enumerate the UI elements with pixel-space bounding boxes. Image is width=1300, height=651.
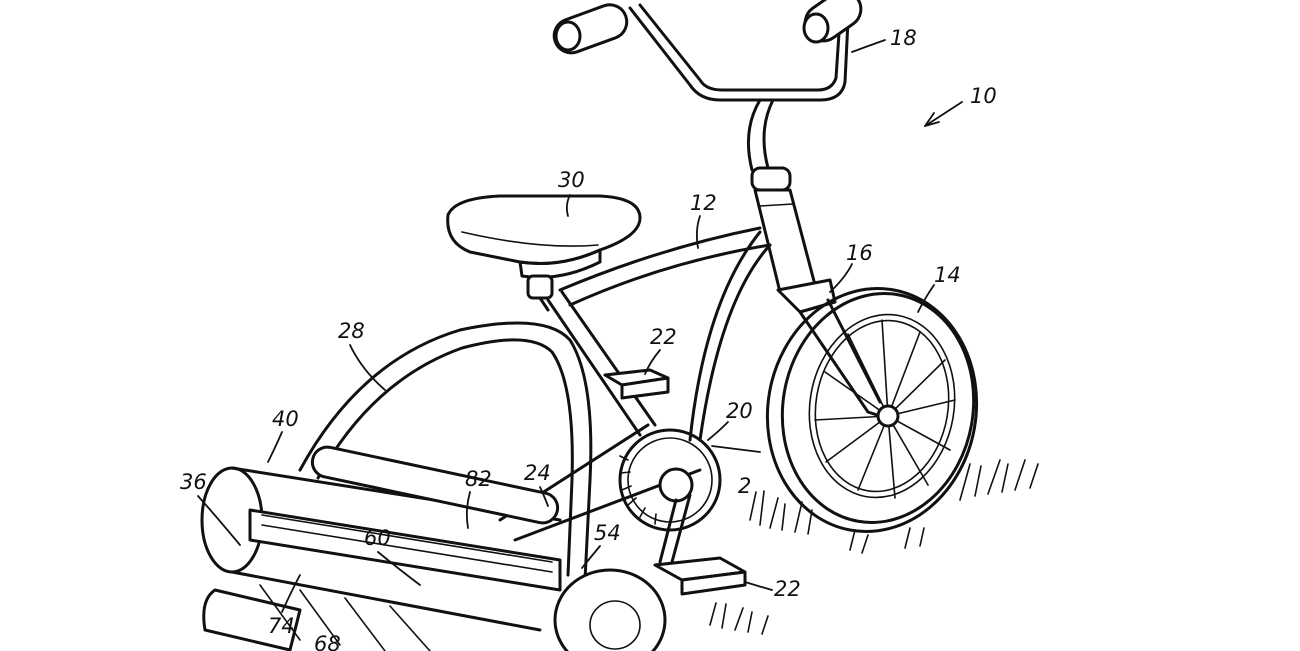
front-wheel [765, 287, 979, 533]
ref-60: 60 [364, 526, 391, 550]
pedals [603, 368, 747, 596]
seat [446, 194, 642, 312]
ref-14: 14 [934, 263, 961, 287]
ref-24: 24 [524, 461, 551, 485]
ref-2: 2 [738, 474, 751, 498]
ref-40: 40 [272, 407, 299, 431]
ref-68: 68 [314, 632, 341, 651]
head-tube [750, 166, 817, 294]
sprocket-teeth [619, 455, 657, 525]
reference-numerals: 18 10 30 12 16 14 28 22 20 2 40 36 82 24… [180, 26, 997, 651]
ref-20: 20 [726, 399, 753, 423]
ref-28: 28 [338, 319, 365, 343]
ref-54: 54 [594, 521, 621, 545]
handlebar [552, 0, 863, 172]
frame [546, 226, 772, 442]
ref-12: 12 [690, 191, 717, 215]
reel-housing [200, 445, 667, 651]
ref-16: 16 [846, 241, 873, 265]
ref-10: 10 [970, 84, 997, 108]
rear-arch [298, 321, 593, 582]
ref-22-upper: 22 [650, 325, 677, 349]
ref-18: 18 [890, 26, 917, 50]
ref-82: 82 [465, 467, 492, 491]
ref-36: 36 [180, 470, 207, 494]
ref-30: 30 [558, 168, 585, 192]
grass [709, 459, 1039, 635]
ref-22-lower: 22 [774, 577, 801, 601]
ref-74: 74 [268, 614, 295, 638]
